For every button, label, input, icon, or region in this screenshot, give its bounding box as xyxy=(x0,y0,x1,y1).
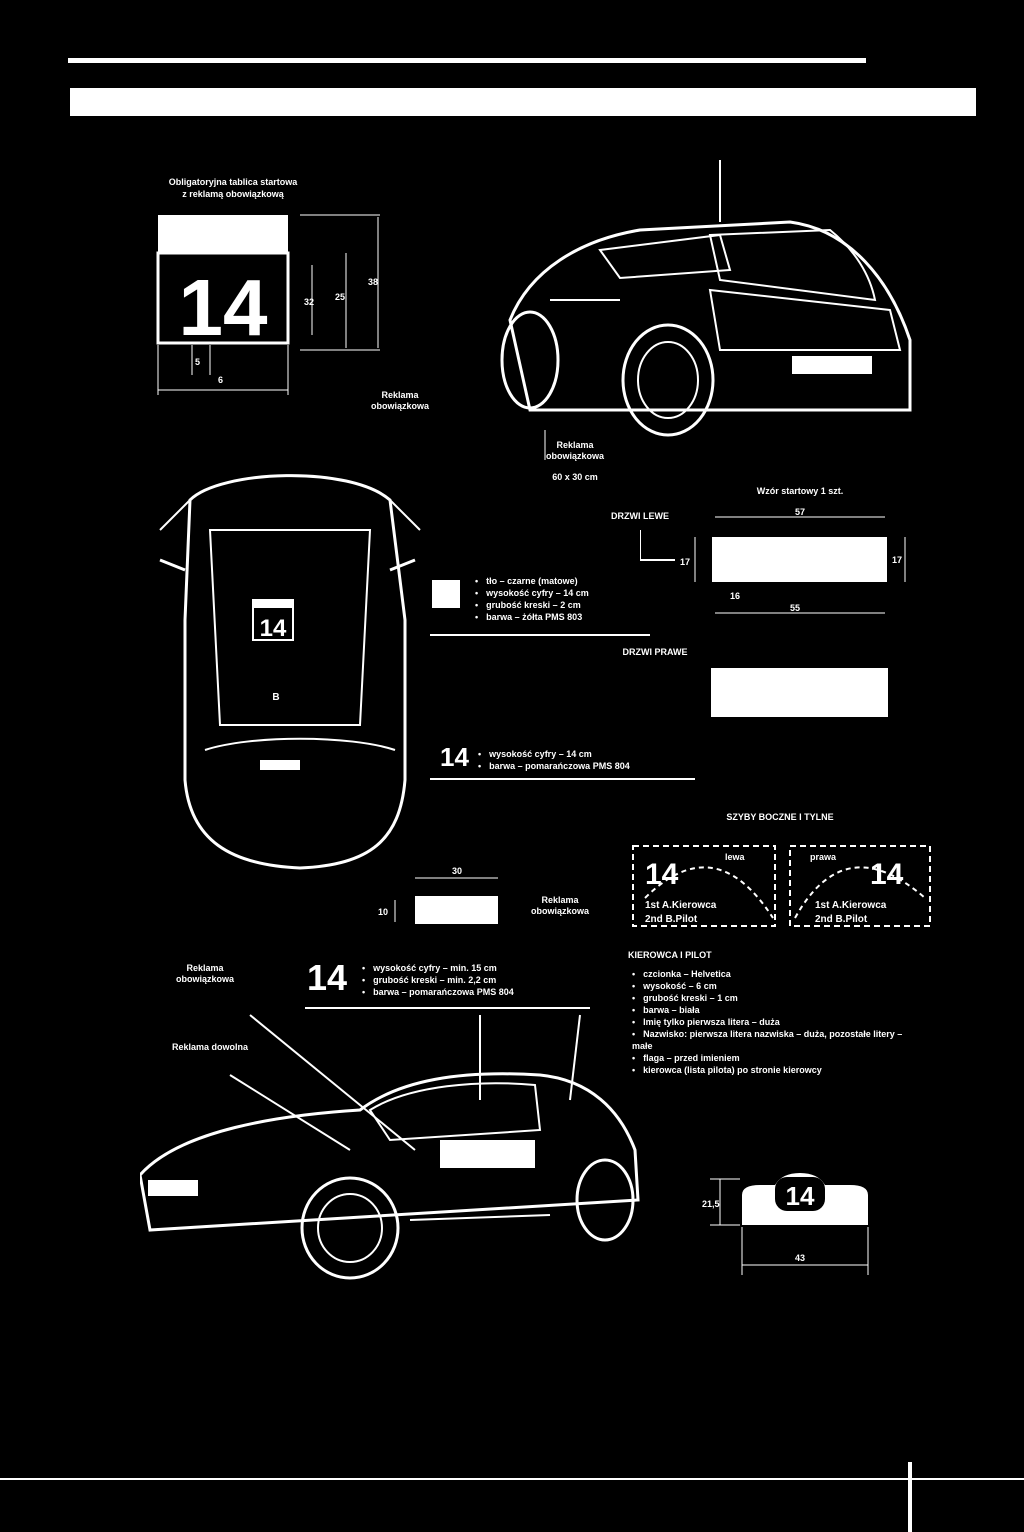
ad-plate-drawing: 14 32 25 38 5 6 xyxy=(156,214,380,395)
bottom-plate-dim-width: 43 xyxy=(795,1253,805,1263)
hood-dim-width: 30 xyxy=(452,866,462,876)
rear-window-left-line1: 1st A.Kierowca xyxy=(645,900,717,911)
side-front-plate xyxy=(148,1180,198,1196)
front-spec-item: wysokość cyfry – 14 cm xyxy=(478,748,630,760)
rear-ad-size: 60 x 30 cm xyxy=(552,472,598,482)
hood-sticker-diagram: 30 10 xyxy=(378,866,498,924)
rear-window-left-number: 14 xyxy=(645,858,679,891)
driver-spec-title: KIEROWCA I PILOT xyxy=(628,950,712,960)
driver-spec-item: barwa – biała xyxy=(632,1004,922,1016)
ad-plate-title-line1: Obligatoryjna tablica startowa xyxy=(168,177,298,187)
roof-plate-letter: B xyxy=(272,692,279,703)
driver-spec-item: kierowca (lista pilota) po stronie kiero… xyxy=(632,1064,922,1076)
side-spec-underline xyxy=(305,1007,590,1009)
roof-spec-item: grubość kreski – 2 cm xyxy=(475,599,589,611)
side-car-drawing xyxy=(140,1014,640,1280)
ad-plate-dim-a: 32 xyxy=(304,297,314,307)
top-car-drawing: 14 B xyxy=(159,474,421,870)
ad-plate-top-band xyxy=(158,215,288,253)
driver-spec-item: Imię tylko pierwsza litera – duża xyxy=(632,1016,922,1028)
hood-sticker xyxy=(415,896,498,924)
driver-spec-item: wysokość – 6 cm xyxy=(632,980,922,992)
side-spec-item: grubość kreski – min. 2,2 cm xyxy=(362,974,514,986)
hood-dim-height: 10 xyxy=(378,907,388,917)
roof-spec-item: barwa – żółta PMS 803 xyxy=(475,611,589,623)
front-spec-item: barwa – pomarańczowa PMS 804 xyxy=(478,760,630,772)
ad-plate-frame xyxy=(156,251,290,345)
door-dim-left-height: 17 xyxy=(680,557,690,567)
front-windshield-sticker xyxy=(260,760,300,770)
ad-plate-dim-e: 6 xyxy=(218,375,223,385)
ad-plate-title-line2: z reklamą obowiązkową xyxy=(182,189,284,199)
ad-plate-dim-c: 38 xyxy=(368,277,378,287)
bottom-plate-number: 14 xyxy=(786,1181,815,1211)
roof-spec-list: tło – czarne (matowe) wysokość cyfry – 1… xyxy=(475,575,589,623)
driver-spec-item: Nazwisko: pierwsza litera nazwiska – duż… xyxy=(632,1028,922,1052)
door-dim-width: 57 xyxy=(795,507,805,517)
roof-spec-item: tło – czarne (matowe) xyxy=(475,575,589,587)
driver-spec-item: grubość kreski – 1 cm xyxy=(632,992,922,1004)
header-bar xyxy=(70,88,976,116)
driver-spec-item: czcionka – Helvetica xyxy=(632,968,922,980)
rear-window-right-side: prawa xyxy=(810,852,837,862)
rear-window-diagram: 14 lewa 1st A.Kierowca 2nd B.Pilot 14 pr… xyxy=(632,845,931,927)
footer-line xyxy=(0,1478,1024,1480)
header-line xyxy=(68,58,866,63)
door-sticker-diagram: 57 17 17 16 55 xyxy=(640,507,906,614)
optional-ad-label: Reklama dowolna xyxy=(171,1042,249,1052)
door-left-label: DRZWI LEWE xyxy=(611,511,669,521)
side-spec-item: barwa – pomarańczowa PMS 804 xyxy=(362,986,514,998)
bottom-plate-diagram: 21,5 14 43 xyxy=(702,1173,869,1275)
hood-sticker-label: Reklama obowiązkowa xyxy=(530,895,589,916)
front-spec-underline xyxy=(430,778,695,780)
ad-plate-number: 14 xyxy=(179,263,268,352)
roof-spec-item: wysokość cyfry – 14 cm xyxy=(475,587,589,599)
roof-plate-number: 14 xyxy=(260,615,287,642)
rear-window-left-side: lewa xyxy=(725,852,746,862)
rear-window-left-line2: 2nd B.Pilot xyxy=(645,914,698,925)
door-right-sticker xyxy=(711,668,888,717)
side-spec-list: wysokość cyfry – min. 15 cm grubość kres… xyxy=(362,962,514,998)
footer-marker xyxy=(908,1462,912,1532)
bottom-plate-dim-height: 21,5 xyxy=(702,1199,720,1209)
door-top-label: Wzór startowy 1 szt. xyxy=(756,486,844,496)
roof-spec-swatch xyxy=(432,580,460,608)
rear-window-right-number: 14 xyxy=(870,858,904,891)
driver-spec-list: czcionka – Helvetica wysokość – 6 cm gru… xyxy=(632,968,922,1076)
rear-car-drawing xyxy=(500,160,912,460)
rear-window-right-line1: 1st A.Kierowca xyxy=(815,900,887,911)
ad-plate-dim-b: 25 xyxy=(335,292,345,302)
rear-ad-label: Reklama obowiązkowa xyxy=(370,390,429,411)
door-dim-height: 17 xyxy=(892,555,902,565)
side-spec-item: wysokość cyfry – min. 15 cm xyxy=(362,962,514,974)
door-right-label: DRZWI PRAWE xyxy=(622,647,688,657)
driver-spec-item: flaga – przed imieniem xyxy=(632,1052,922,1064)
front-spec-list: wysokość cyfry – 14 cm barwa – pomarańcz… xyxy=(478,748,630,772)
door-dim-bottom: 55 xyxy=(790,603,800,613)
side-door-sticker xyxy=(440,1140,535,1168)
rear-window-title: SZYBY BOCZNE I TYLNE xyxy=(726,812,834,822)
side-spec-number: 14 xyxy=(307,957,348,998)
door-sticker xyxy=(712,537,887,582)
ad-plate-dim-d: 5 xyxy=(195,357,200,367)
front-spec-number: 14 xyxy=(440,742,469,772)
rear-window-right-line2: 2nd B.Pilot xyxy=(815,914,868,925)
rear-ad-size-label: Reklama obowiązkowa xyxy=(545,440,604,461)
side-ad-label: Reklama obowiązkowa xyxy=(175,963,234,984)
door-dim-offset: 16 xyxy=(730,591,740,601)
roof-spec-underline xyxy=(430,634,650,636)
rear-plate xyxy=(792,356,872,374)
